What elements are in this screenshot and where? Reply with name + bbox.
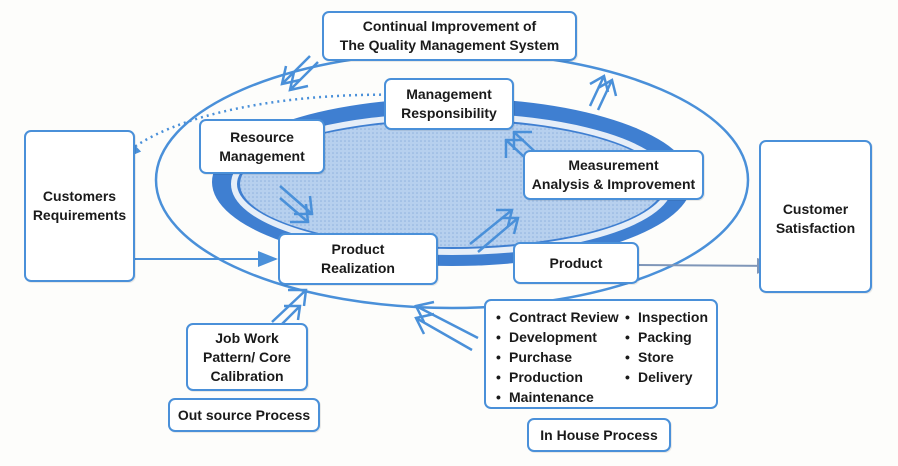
product-realization-line-2: Realization [321, 260, 395, 276]
resource-management-line-2: Management [219, 147, 305, 164]
customer-satisfaction-box: Customer Satisfaction [759, 140, 872, 293]
list-item: Production [496, 367, 619, 387]
list-item: Contract Review [496, 307, 619, 327]
product-label: Product [549, 254, 603, 271]
product-box: Product [513, 242, 639, 284]
product-output-arrow [637, 257, 777, 274]
continual-improvement-line-2: The Quality Management System [339, 37, 560, 53]
job-work-line-2: Pattern/ Core [203, 348, 291, 365]
resource-management-line-1: Resource [230, 128, 294, 145]
product-realization-line-1: Product [331, 241, 385, 257]
list-item: Purchase [496, 347, 619, 367]
job-work-line-3: Calibration [210, 367, 284, 384]
customers-requirements-line-1: Customers [42, 188, 117, 204]
continual-improvement-line-1: Continual Improvement of [362, 18, 537, 34]
job-work-line-1: Job Work [215, 329, 279, 346]
list-item: Maintenance [496, 387, 619, 407]
measurement-line-1: Measurement [568, 157, 659, 173]
resource-management-box: Resource Management [199, 119, 325, 174]
product-realization-box: Product Realization [278, 233, 438, 285]
in-house-label: In House Process [540, 426, 658, 443]
job-work-box: Job Work Pattern/ Core Calibration [186, 323, 308, 391]
customer-satisfaction-line-2: Satisfaction [775, 220, 856, 236]
in-house-list-box: Contract Review Development Purchase Pro… [484, 299, 718, 409]
management-responsibility-line-2: Responsibility [401, 105, 497, 121]
dotted-arrow [116, 93, 406, 162]
customer-satisfaction-line-1: Customer [782, 201, 849, 217]
list-item: Development [496, 327, 619, 347]
out-source-box: Out source Process [168, 398, 320, 432]
management-responsibility-line-1: Management [406, 86, 492, 102]
list-item: Inspection [625, 307, 708, 327]
measurement-line-2: Analysis & Improvement [531, 176, 696, 192]
out-source-label: Out source Process [177, 406, 311, 423]
list-item: Delivery [625, 367, 708, 387]
in-house-box: In House Process [527, 418, 671, 452]
continual-improvement-box: Continual Improvement of The Quality Man… [322, 11, 577, 61]
list-item: Packing [625, 327, 708, 347]
management-responsibility-box: Management Responsibility [384, 78, 514, 130]
list-item: Store [625, 347, 708, 367]
in-house-list-left: Contract Review Development Purchase Pro… [496, 307, 619, 407]
customers-requirements-line-2: Requirements [32, 207, 127, 223]
customers-requirements-box: Customers Requirements [24, 130, 135, 282]
in-house-list-right: Inspection Packing Store Delivery [625, 307, 708, 387]
measurement-box: Measurement Analysis & Improvement [523, 150, 704, 200]
